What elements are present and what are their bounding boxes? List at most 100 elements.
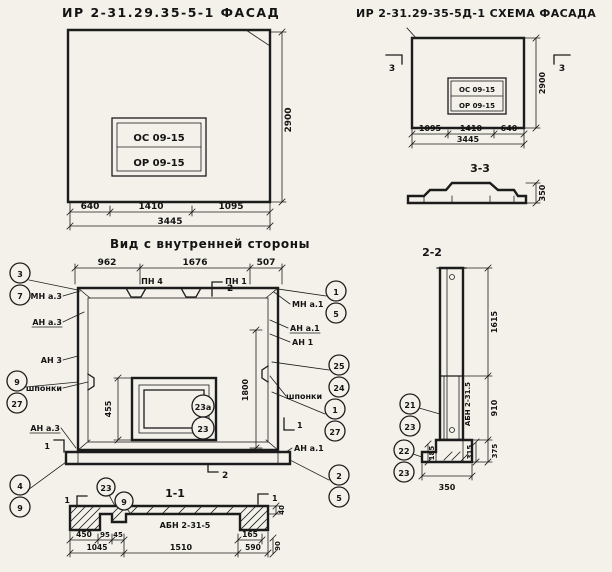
s11-dim-590: 590 [245,543,261,552]
leader-mna1 [273,291,291,305]
section-1-marker-left-flag [53,439,65,453]
inner-dim-1800: 1800 [241,378,250,401]
callout-value: 23 [100,484,111,493]
label-pn4: ПН 4 [141,277,163,286]
callout-circle [324,420,346,442]
s11-dim-90: 90 [274,541,282,551]
s22-right-dim-lines [462,264,493,466]
inner-dim-1676: 1676 [182,258,207,268]
schema-section-marker-right-flag [553,54,571,65]
inner-view-title: Вид с внутренней стороны [110,237,310,251]
callout-value: 9 [14,378,20,387]
callout-value: 3 [17,270,23,279]
callout-circle [9,262,31,284]
schema-dim-1410: 1410 [460,124,483,133]
callout-value: 1 [332,406,338,415]
callout-value: 22 [398,447,409,456]
section-2-marker-top: 2 [227,284,233,294]
section-2-2-view: 2-2 1615 910 375 315 185 350 АБН 2-31.5 … [393,246,499,492]
callout-circle [328,486,350,508]
callout-leader [418,407,441,415]
leader-ana3-bottom [29,427,77,449]
s11-dim-40-line [267,502,281,518]
callout-value: 21 [404,401,416,410]
schema-corner-mark [406,27,417,39]
facade-schema-title: ИР 2-31.29-35-5Д-1 СХЕМА ФАСАДА [356,7,596,20]
s22-dim-350: 350 [439,483,456,492]
callout-leader [271,391,326,415]
callout-value: 23а [195,403,212,412]
s22-dim-315-line [472,438,480,466]
callout-22-23: 22 23 [393,439,423,483]
s11-beam-label: АБН 2-31-5 [160,521,211,530]
inner-dim-455: 455 [104,400,113,417]
schema-bottom-dim-lines [408,128,528,149]
inner-side-view: Вид с внутренней стороны 962 1676 507 45… [6,237,350,518]
callout-value: 23 [404,423,415,432]
callout-23a-23: 23а 23 [191,394,215,440]
callout-value: 9 [17,504,23,513]
s11-dim-1510: 1510 [170,543,193,552]
facade-plate-label-2: ОР 09-15 [133,158,184,169]
callout-9-27: 9 27 [6,370,79,414]
callout-circle [325,280,347,302]
section-2-2-title: 2-2 [422,246,442,259]
leader-shponki-left [62,381,89,389]
inner-top-dim-lines [71,263,286,285]
s22-dim-910: 910 [490,399,499,416]
callout-circle [393,461,415,483]
callout-value: 27 [11,400,22,409]
callout-leader [27,461,67,491]
callout-leader [277,288,327,297]
label-an3: АН 3 [41,356,62,365]
s11-marker-right-flag [257,493,269,505]
section-3-3-title: 3-3 [470,162,490,175]
s11-dim-95: 95 [100,531,110,539]
callout-leader [25,381,79,388]
schema-height-dim-line [523,34,541,132]
label-shponki-right: шпонки [286,392,322,401]
callout-1-27: 1 27 [271,391,346,442]
label-ana3-bottom: АН а.3 [30,424,60,433]
label-pn1: ПН 1 [225,277,247,286]
s11-beam-outline [68,504,270,532]
label-ana1: АН а.1 [290,324,320,333]
s11-dim-450: 450 [76,530,92,539]
callout-value: 23 [398,469,409,478]
callout-25-24: 25 24 [271,354,350,398]
s22-loop-bottom [449,427,455,433]
panel-corner-marks [77,287,279,451]
callout-circle [328,354,350,376]
section-1-marker-left: 1 [44,442,50,451]
callout-circle [9,496,31,518]
callout-leader [108,494,116,507]
callout-value: 27 [329,428,340,437]
callout-value: 24 [333,384,345,393]
callout-circle [325,302,347,324]
label-mna1: МН а.1 [292,300,324,309]
leader-an3 [62,355,79,361]
s11-marker-left-flag [76,495,88,507]
callout-leader [289,459,330,481]
s22-foot-detail [435,439,469,463]
schema-dim-total: 3445 [457,135,480,144]
leader-an1 [269,333,291,343]
s11-marker-left: 1 [64,496,70,505]
leader-mna3 [62,290,81,297]
facade-bottom-dim-lines [66,202,274,231]
leader-ana3 [31,311,85,328]
panel-bottom-slab [64,450,292,466]
callout-1-5: 1 5 [277,280,347,324]
callout-value: 4 [17,482,23,491]
callout-value: 5 [336,494,342,503]
section-3-3-view: 3-3 350 [406,162,547,207]
callout-value: 9 [121,498,127,507]
section-3-3-dim-line [525,179,541,207]
schema-plate-label-1: ОС 09-15 [459,86,495,94]
panel-side-key-notches [87,365,269,391]
callout-value: 25 [333,362,345,371]
label-shponki-left: шпонки [26,384,62,393]
facade-dim-1410: 1410 [138,202,163,212]
section-1-1-view: 1-1 АБН 2-31-5 1 1 23 9 450 95 45 165 10… [64,477,286,558]
s11-dim-row2-lines [66,531,272,558]
